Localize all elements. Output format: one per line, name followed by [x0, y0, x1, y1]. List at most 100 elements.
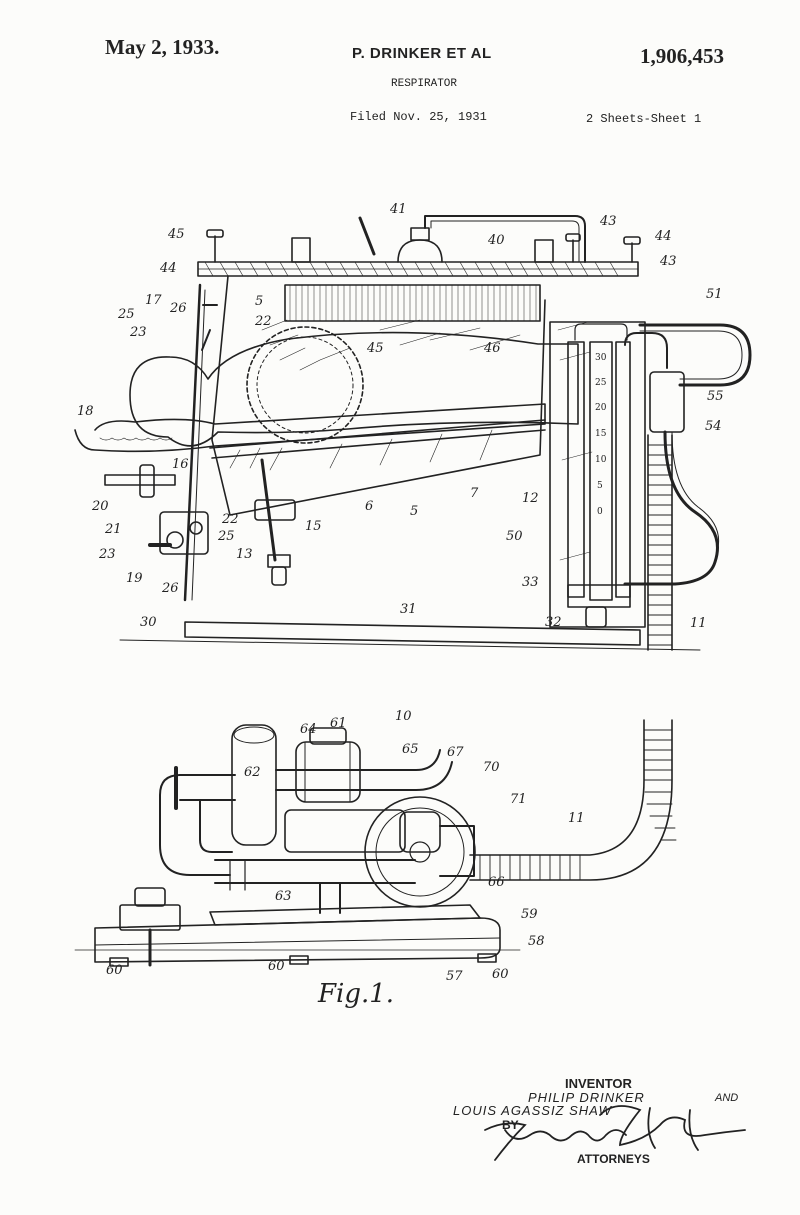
top-pipe	[424, 215, 586, 263]
scale-label-20: 20	[595, 403, 607, 413]
ref-label: 40	[487, 233, 505, 248]
figure-caption: Fig.1.	[317, 979, 394, 1009]
inventor-line-2: LOUIS AGASSIZ SHAW	[453, 1103, 612, 1118]
ref-label: 60	[106, 963, 123, 978]
ref-label: 59	[521, 907, 538, 922]
scale-label-5: 5	[597, 481, 603, 491]
ref-label: 22	[221, 512, 239, 527]
ref-label: 5	[255, 294, 263, 309]
ref-label: 18	[77, 404, 94, 419]
ref-label: 54	[705, 419, 722, 434]
ref-label: 23	[129, 325, 147, 340]
ref-label: 15	[305, 519, 322, 534]
ref-label: 43	[659, 254, 677, 269]
ref-label: 13	[236, 547, 253, 562]
lid-screw-mid	[565, 233, 581, 263]
ref-label: 19	[126, 571, 143, 586]
base-plate	[94, 917, 501, 963]
ref-label: 11	[690, 616, 707, 631]
ref-label: 66	[488, 875, 505, 890]
ref-label: 7	[470, 486, 479, 501]
base-rail	[184, 621, 641, 646]
ref-label: 31	[400, 602, 417, 617]
hose-51	[638, 323, 752, 387]
lid-screw-right	[623, 236, 641, 263]
patent-title: RESPIRATOR	[391, 78, 458, 90]
ref-label: 62	[244, 765, 261, 780]
ref-label: 11	[568, 811, 585, 826]
manometer-tube-left	[567, 341, 585, 598]
sub-base	[209, 904, 481, 926]
scale-label-15: 15	[595, 429, 607, 439]
intake-pipe	[179, 774, 236, 801]
ref-label: 64	[300, 722, 317, 737]
scale-label-0: 0	[597, 507, 603, 517]
ref-label: 26	[161, 581, 179, 596]
ref-label: 16	[172, 457, 189, 472]
ref-label: 44	[159, 261, 177, 276]
manometer-scale	[589, 341, 613, 601]
ref-label: 60	[492, 967, 509, 982]
ref-label: 6	[365, 499, 373, 514]
ref-label: 26	[169, 301, 187, 316]
pump-body	[284, 809, 406, 853]
attorney-signature	[484, 1105, 746, 1161]
lid-screw-left	[206, 229, 224, 263]
ref-label: 43	[599, 214, 617, 229]
ref-label: 65	[402, 742, 419, 757]
ref-label: 55	[707, 389, 724, 404]
ref-label: 30	[140, 615, 157, 630]
ref-label: 50	[506, 529, 523, 544]
hose-54	[623, 430, 719, 586]
scale-label-25: 25	[595, 378, 607, 388]
attorneys-label: ATTORNEYS	[577, 1152, 650, 1166]
ref-label: 12	[522, 491, 539, 506]
flow-valve-55	[649, 371, 685, 433]
inventor-and: AND	[715, 1092, 739, 1104]
ref-label: 51	[706, 287, 723, 302]
ref-label: 22	[254, 314, 272, 329]
ref-label: 60	[268, 959, 285, 974]
ref-label: 41	[389, 202, 407, 217]
inventor-by: BY	[502, 1118, 519, 1132]
motor-61	[295, 741, 361, 803]
ref-label: 61	[330, 716, 347, 731]
scale-label-10: 10	[595, 455, 607, 465]
head-end-frame	[183, 283, 202, 602]
ref-label: 71	[510, 792, 527, 807]
ref-label: 25	[217, 529, 235, 544]
ref-label: 10	[395, 709, 412, 724]
corrugated-hose-11-lower	[469, 719, 677, 881]
ref-label: 23	[98, 547, 116, 562]
ref-label: 17	[145, 293, 162, 308]
ref-label: 44	[654, 229, 672, 244]
ref-label: 25	[117, 307, 135, 322]
ref-label: 33	[522, 575, 539, 590]
heating-grid	[284, 284, 541, 322]
reference-numerals: 45 44 41 40 43 44 43 51 17 26 25 5 22 23…	[77, 202, 724, 984]
ref-label: 32	[545, 615, 562, 630]
inventor-heading: INVENTOR	[565, 1076, 632, 1091]
filing-date: Filed Nov. 25, 1931	[350, 110, 487, 124]
bed-tray	[209, 419, 546, 459]
manometer-tube-right	[615, 341, 631, 598]
ref-label: 45	[167, 227, 185, 242]
ref-label: 63	[275, 889, 292, 904]
porthole-window	[246, 326, 364, 444]
patent-number: 1,906,453	[640, 44, 724, 68]
ref-label: 46	[483, 341, 501, 356]
pipe-63	[214, 859, 416, 884]
scale-label-30: 30	[595, 353, 607, 363]
head-rest-bar	[104, 474, 176, 486]
sheet-count: 2 Sheets-Sheet 1	[586, 112, 702, 126]
ref-label: 70	[483, 760, 500, 775]
corrugated-hose-11-upper	[647, 434, 673, 651]
chamber-shell	[211, 275, 546, 516]
inventor-names-header: P. DRINKER ET AL	[352, 45, 492, 62]
inventor-line-1: PHILIP DRINKER	[528, 1090, 645, 1105]
top-valve	[397, 239, 443, 263]
ref-label: 45	[366, 341, 384, 356]
manometer-scale-numbers: 30 25 20 15 10 5 0	[595, 353, 607, 517]
